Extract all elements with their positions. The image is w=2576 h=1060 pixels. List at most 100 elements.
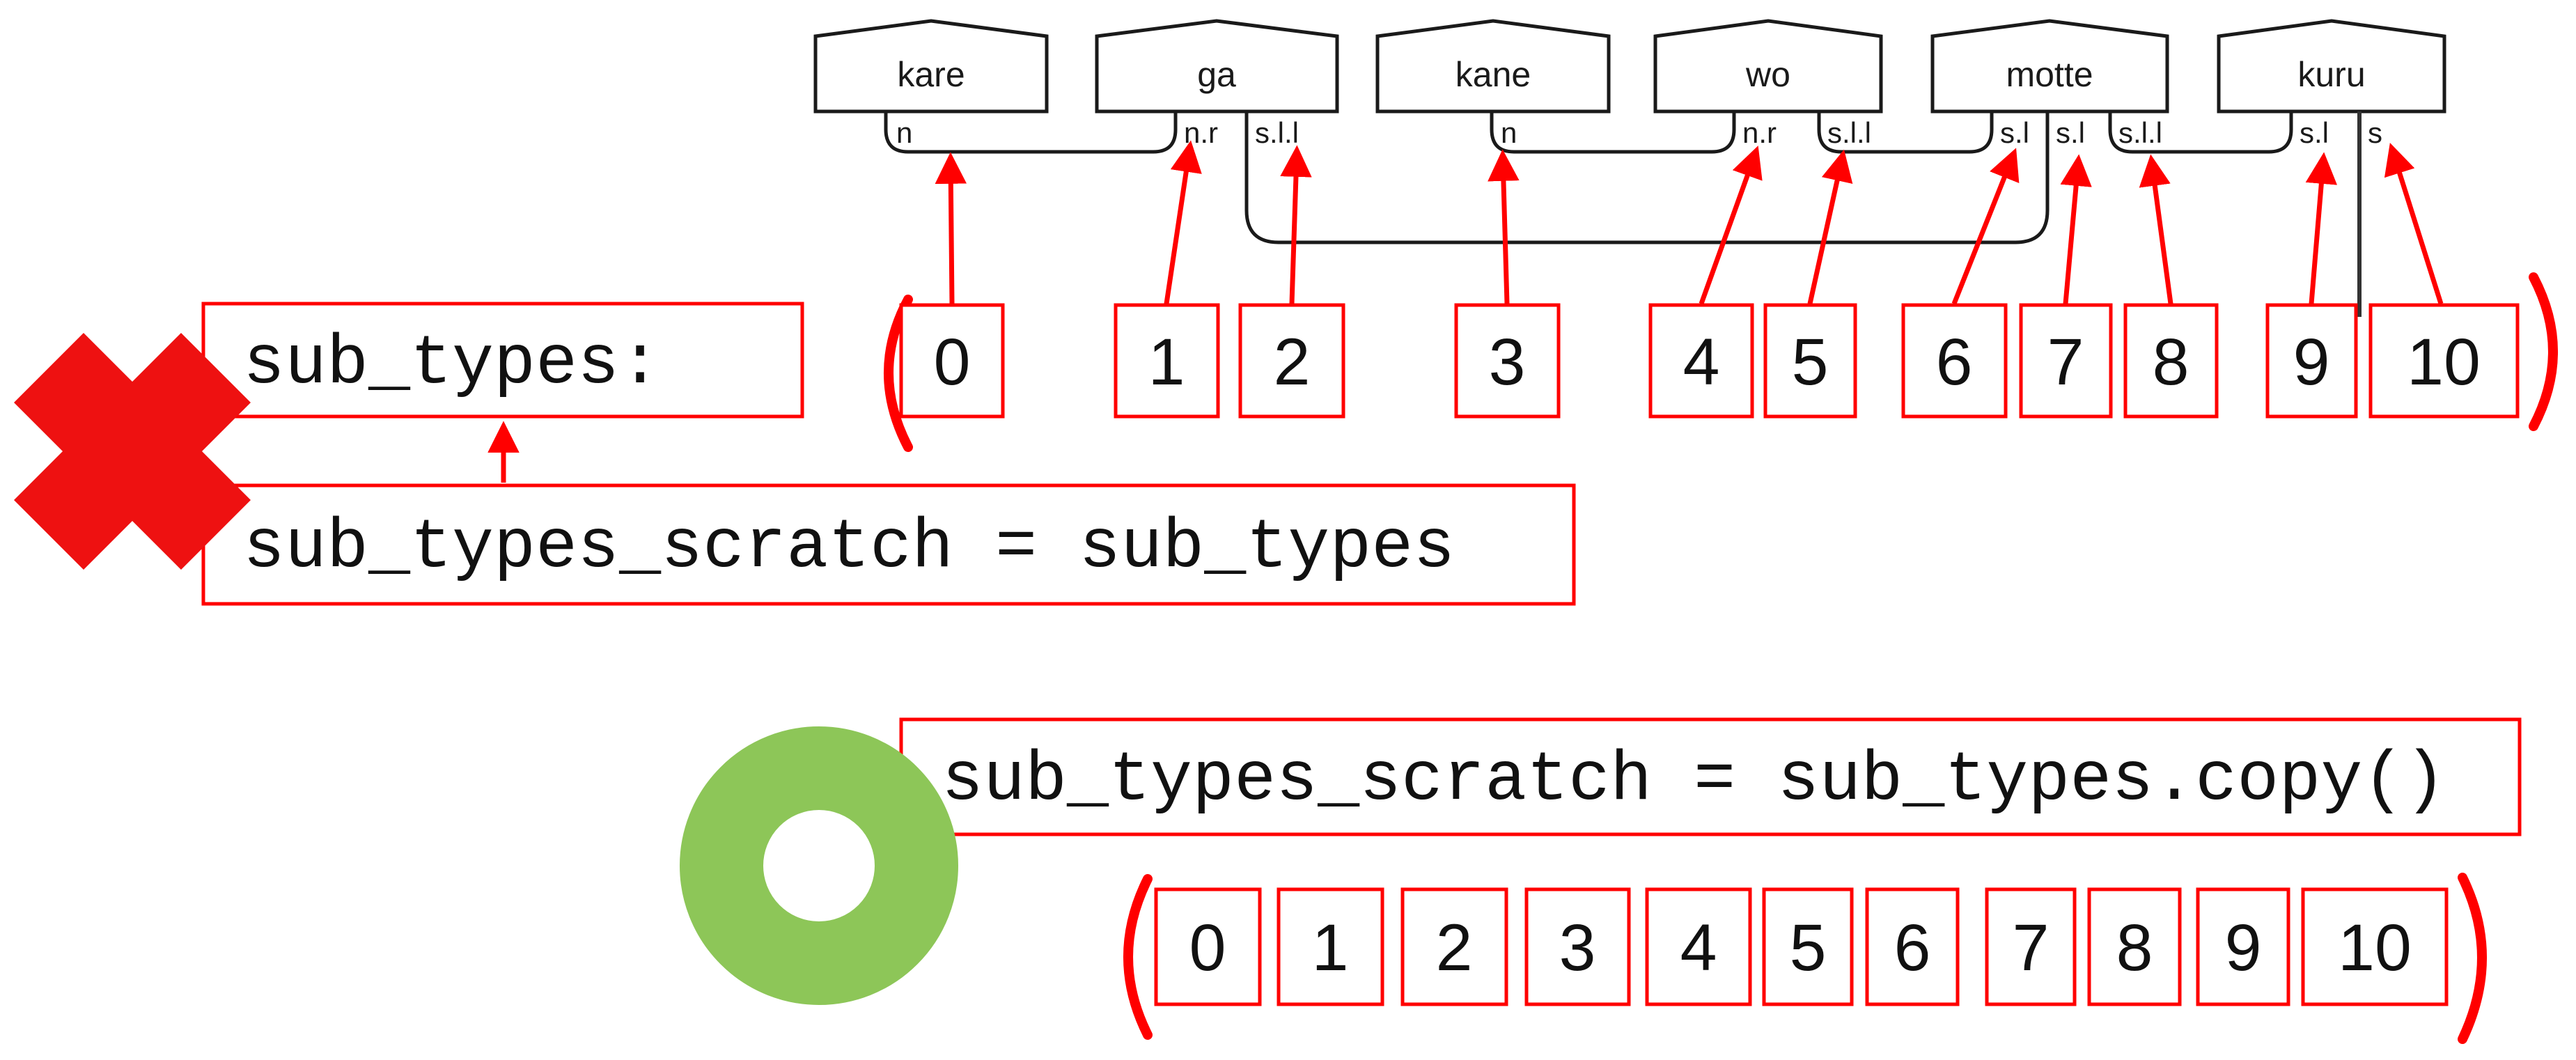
index-box <box>1114 303 1220 419</box>
sub-type-label: s.l.l <box>1255 116 1299 149</box>
index-label: 3 <box>1489 325 1526 399</box>
index-label: 7 <box>2047 325 2084 399</box>
index-label: 0 <box>1189 911 1226 985</box>
index-arrow <box>1280 145 1312 304</box>
sub-type-labels: n n.r s.l.l n n.r s.l.l s.l s.l s.l.l s.… <box>896 116 2382 149</box>
open-bracket <box>1123 874 1153 1040</box>
index-box <box>1238 303 1345 419</box>
sub-types-list-row: 0 1 2 3 4 5 6 7 8 9 10 <box>884 272 2558 452</box>
index-label: 0 <box>934 325 971 399</box>
index-box <box>2019 303 2113 419</box>
index-box <box>2368 303 2520 419</box>
index-box <box>899 303 1005 419</box>
index-box <box>1865 887 1960 1006</box>
dependency-arc-long <box>1244 111 2050 244</box>
dependency-arc <box>884 111 1178 154</box>
sub-type-label: n.r <box>1184 116 1218 149</box>
index-label: 2 <box>1436 911 1473 985</box>
index-box <box>1648 303 1754 419</box>
close-bracket <box>2529 272 2558 431</box>
word-label: ga <box>1197 55 1236 94</box>
word-label: wo <box>1745 55 1790 94</box>
word-label: kuru <box>2297 55 2365 94</box>
sub-type-label: n.r <box>1742 116 1777 149</box>
index-label: 5 <box>1790 911 1827 985</box>
index-label: 8 <box>2153 325 2189 399</box>
dependency-arc <box>1817 111 1994 154</box>
index-box <box>1763 303 1857 419</box>
index-arrow <box>1488 149 1520 304</box>
word-label: motte <box>2006 55 2093 94</box>
index-box <box>2087 887 2182 1006</box>
word-box <box>2217 19 2446 114</box>
index-label: 8 <box>2116 911 2153 985</box>
word-box <box>1375 19 1611 114</box>
index-box <box>2196 887 2290 1006</box>
index-arrow <box>2060 154 2092 304</box>
cross-mark-icon <box>14 333 251 570</box>
correct-assignment-text: sub_types_scratch = sub_types.copy() <box>942 742 2446 820</box>
index-label: 1 <box>1312 911 1349 985</box>
index-label: 4 <box>1680 911 1717 985</box>
index-box <box>2265 303 2358 419</box>
index-label: 4 <box>1683 325 1720 399</box>
word-box <box>1095 19 1339 114</box>
index-box <box>1524 887 1631 1006</box>
index-arrow <box>1807 149 1853 304</box>
index-label: 10 <box>2338 911 2412 985</box>
wrong-assignment-box <box>201 483 1576 606</box>
index-box <box>1277 887 1384 1006</box>
sub-type-label: s.l <box>2300 116 2329 149</box>
dependency-arcs <box>884 111 2362 317</box>
index-label: 5 <box>1792 325 1829 399</box>
correct-assignment-box <box>899 717 2522 836</box>
sub-type-label: n <box>1501 116 1517 149</box>
index-arrow <box>2305 152 2338 304</box>
index-arrow <box>1699 146 1763 305</box>
index-arrow <box>1164 140 1202 304</box>
index-arrow <box>2139 154 2173 304</box>
variable-name-text: sub_types: <box>243 325 661 404</box>
word-label: kane <box>1455 55 1531 94</box>
index-arrows <box>935 140 2444 305</box>
variable-name-box <box>201 302 804 419</box>
circle-mark-icon <box>680 726 958 1005</box>
index-label: 9 <box>2225 911 2262 985</box>
dependency-arc <box>1490 111 1736 154</box>
index-box <box>1901 303 2008 419</box>
index-box <box>2301 887 2449 1006</box>
index-label: 6 <box>1936 325 1973 399</box>
sub-type-label: s <box>2368 116 2382 149</box>
wrong-assignment-text: sub_types_scratch = sub_types <box>243 509 1455 588</box>
index-box <box>1762 887 1854 1006</box>
index-box <box>1985 887 2077 1006</box>
index-label: 7 <box>2013 911 2050 985</box>
close-bracket <box>2458 873 2487 1044</box>
word-box <box>1653 19 1883 114</box>
index-label: 3 <box>1559 911 1596 985</box>
correct-example: sub_types_scratch = sub_types.copy() 0 1… <box>680 717 2522 1044</box>
word-label: kare <box>897 55 965 94</box>
word-boxes: kare ga kane wo motte kuru <box>813 19 2446 114</box>
sub-type-label: s.l.l <box>2118 116 2162 149</box>
sub-type-label: s.l.l <box>1827 116 1871 149</box>
index-arrow <box>2384 142 2444 305</box>
word-box <box>813 19 1049 114</box>
index-label: 2 <box>1274 325 1311 399</box>
sub-type-label: s.l <box>2056 116 2085 149</box>
index-box <box>1645 887 1752 1006</box>
sub-type-label: n <box>896 116 912 149</box>
index-label: 9 <box>2293 325 2330 399</box>
word-box <box>1930 19 2169 114</box>
dependency-arc <box>2108 111 2293 154</box>
index-box <box>2123 303 2219 419</box>
wrong-example: sub_types: sub_types_scratch = sub_types <box>14 302 1576 606</box>
index-label: 1 <box>1148 325 1185 399</box>
index-arrow <box>1951 148 2020 305</box>
index-arrow <box>935 152 967 304</box>
index-box <box>1154 887 1262 1006</box>
sub-type-label: s.l <box>2000 116 2029 149</box>
index-box <box>1454 303 1561 419</box>
